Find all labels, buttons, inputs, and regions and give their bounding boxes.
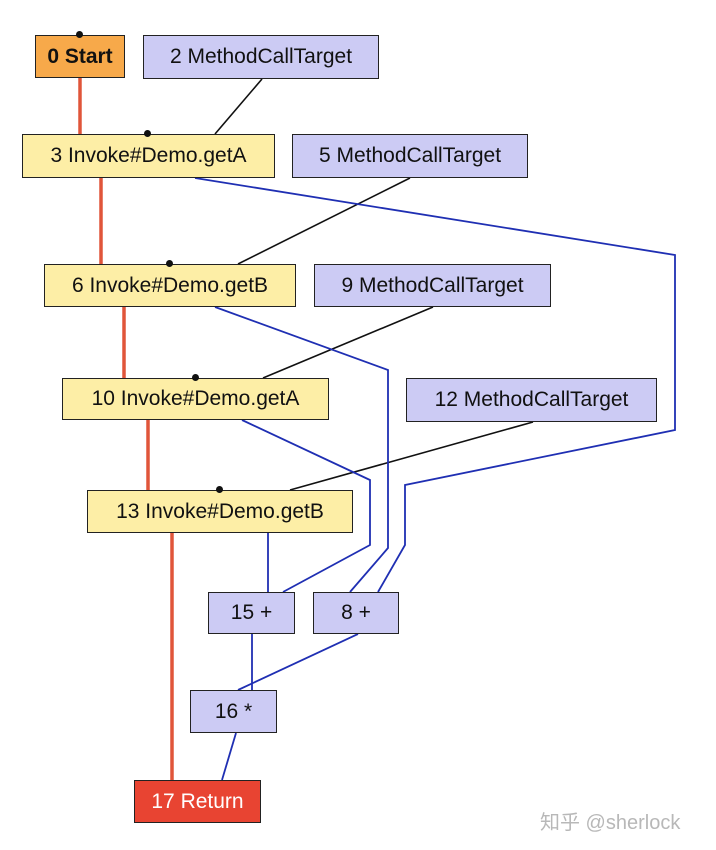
method-call-target-5-node[interactable]: 5 MethodCallTarget [292, 134, 528, 178]
target-edge-2-3 [214, 78, 263, 135]
invoke-10-connector-dot [192, 374, 199, 381]
target-edge-9-10 [262, 306, 434, 379]
add-15-node[interactable]: 15 + [208, 592, 295, 634]
return-17-node[interactable]: 17 Return [134, 780, 261, 823]
data-edge-6-8 [214, 306, 389, 593]
control-flow-edges [78, 78, 174, 780]
method-call-target-9-node[interactable]: 9 MethodCallTarget [314, 264, 551, 307]
start-node[interactable]: 0 Start [35, 35, 125, 78]
call-target-edges [214, 78, 534, 491]
invoke-13-node[interactable]: 13 Invoke#Demo.getB [87, 490, 353, 533]
invoke-3-connector-dot [144, 130, 151, 137]
method-call-target-12-node[interactable]: 12 MethodCallTarget [406, 378, 657, 422]
invoke-13-connector-dot [216, 486, 223, 493]
data-flow-edges [194, 177, 676, 781]
target-edge-12-13 [289, 421, 534, 491]
invoke-6-node[interactable]: 6 Invoke#Demo.getB [44, 264, 296, 307]
target-edge-5-6 [237, 177, 411, 265]
data-edge-10-15 [241, 419, 371, 593]
watermark: 知乎 @sherlock [540, 812, 681, 834]
data-edge-8-16 [237, 633, 359, 691]
start-connector-dot [76, 31, 83, 38]
invoke-10-node[interactable]: 10 Invoke#Demo.getA [62, 378, 329, 420]
method-call-target-2-node[interactable]: 2 MethodCallTarget [143, 35, 379, 79]
add-8-node[interactable]: 8 + [313, 592, 399, 634]
data-edge-16-17 [221, 732, 237, 781]
invoke-3-node[interactable]: 3 Invoke#Demo.getA [22, 134, 275, 178]
multiply-16-node[interactable]: 16 * [190, 690, 277, 733]
data-edge-3-8 [194, 177, 676, 593]
invoke-6-connector-dot [166, 260, 173, 267]
